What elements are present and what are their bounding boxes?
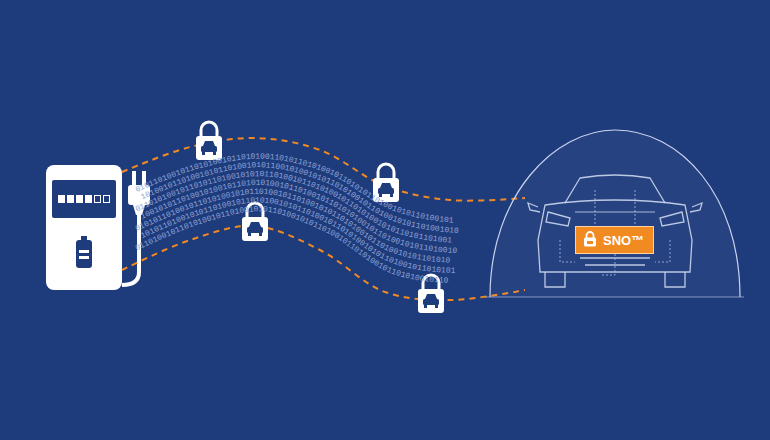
dashed-line xyxy=(122,226,525,300)
circuit-lines xyxy=(560,190,670,275)
product-badge: SNO™ xyxy=(575,226,654,254)
binary-digits: 1010110100101011010010110101001010110100… xyxy=(139,195,456,274)
binary-row: 0110100101101010010110100101011010010101… xyxy=(134,204,449,285)
car-wireframe xyxy=(528,175,702,287)
binary-row: 1010110100101011010010110101001010110100… xyxy=(139,195,456,274)
protection-dome xyxy=(486,130,744,297)
lock-icon xyxy=(583,231,597,247)
binary-digits: 0110100101101010010110100101011010010101… xyxy=(134,204,449,285)
badge-label: SNO™ xyxy=(603,233,644,248)
charger-icon xyxy=(46,165,122,290)
padlock-icon xyxy=(196,122,222,160)
